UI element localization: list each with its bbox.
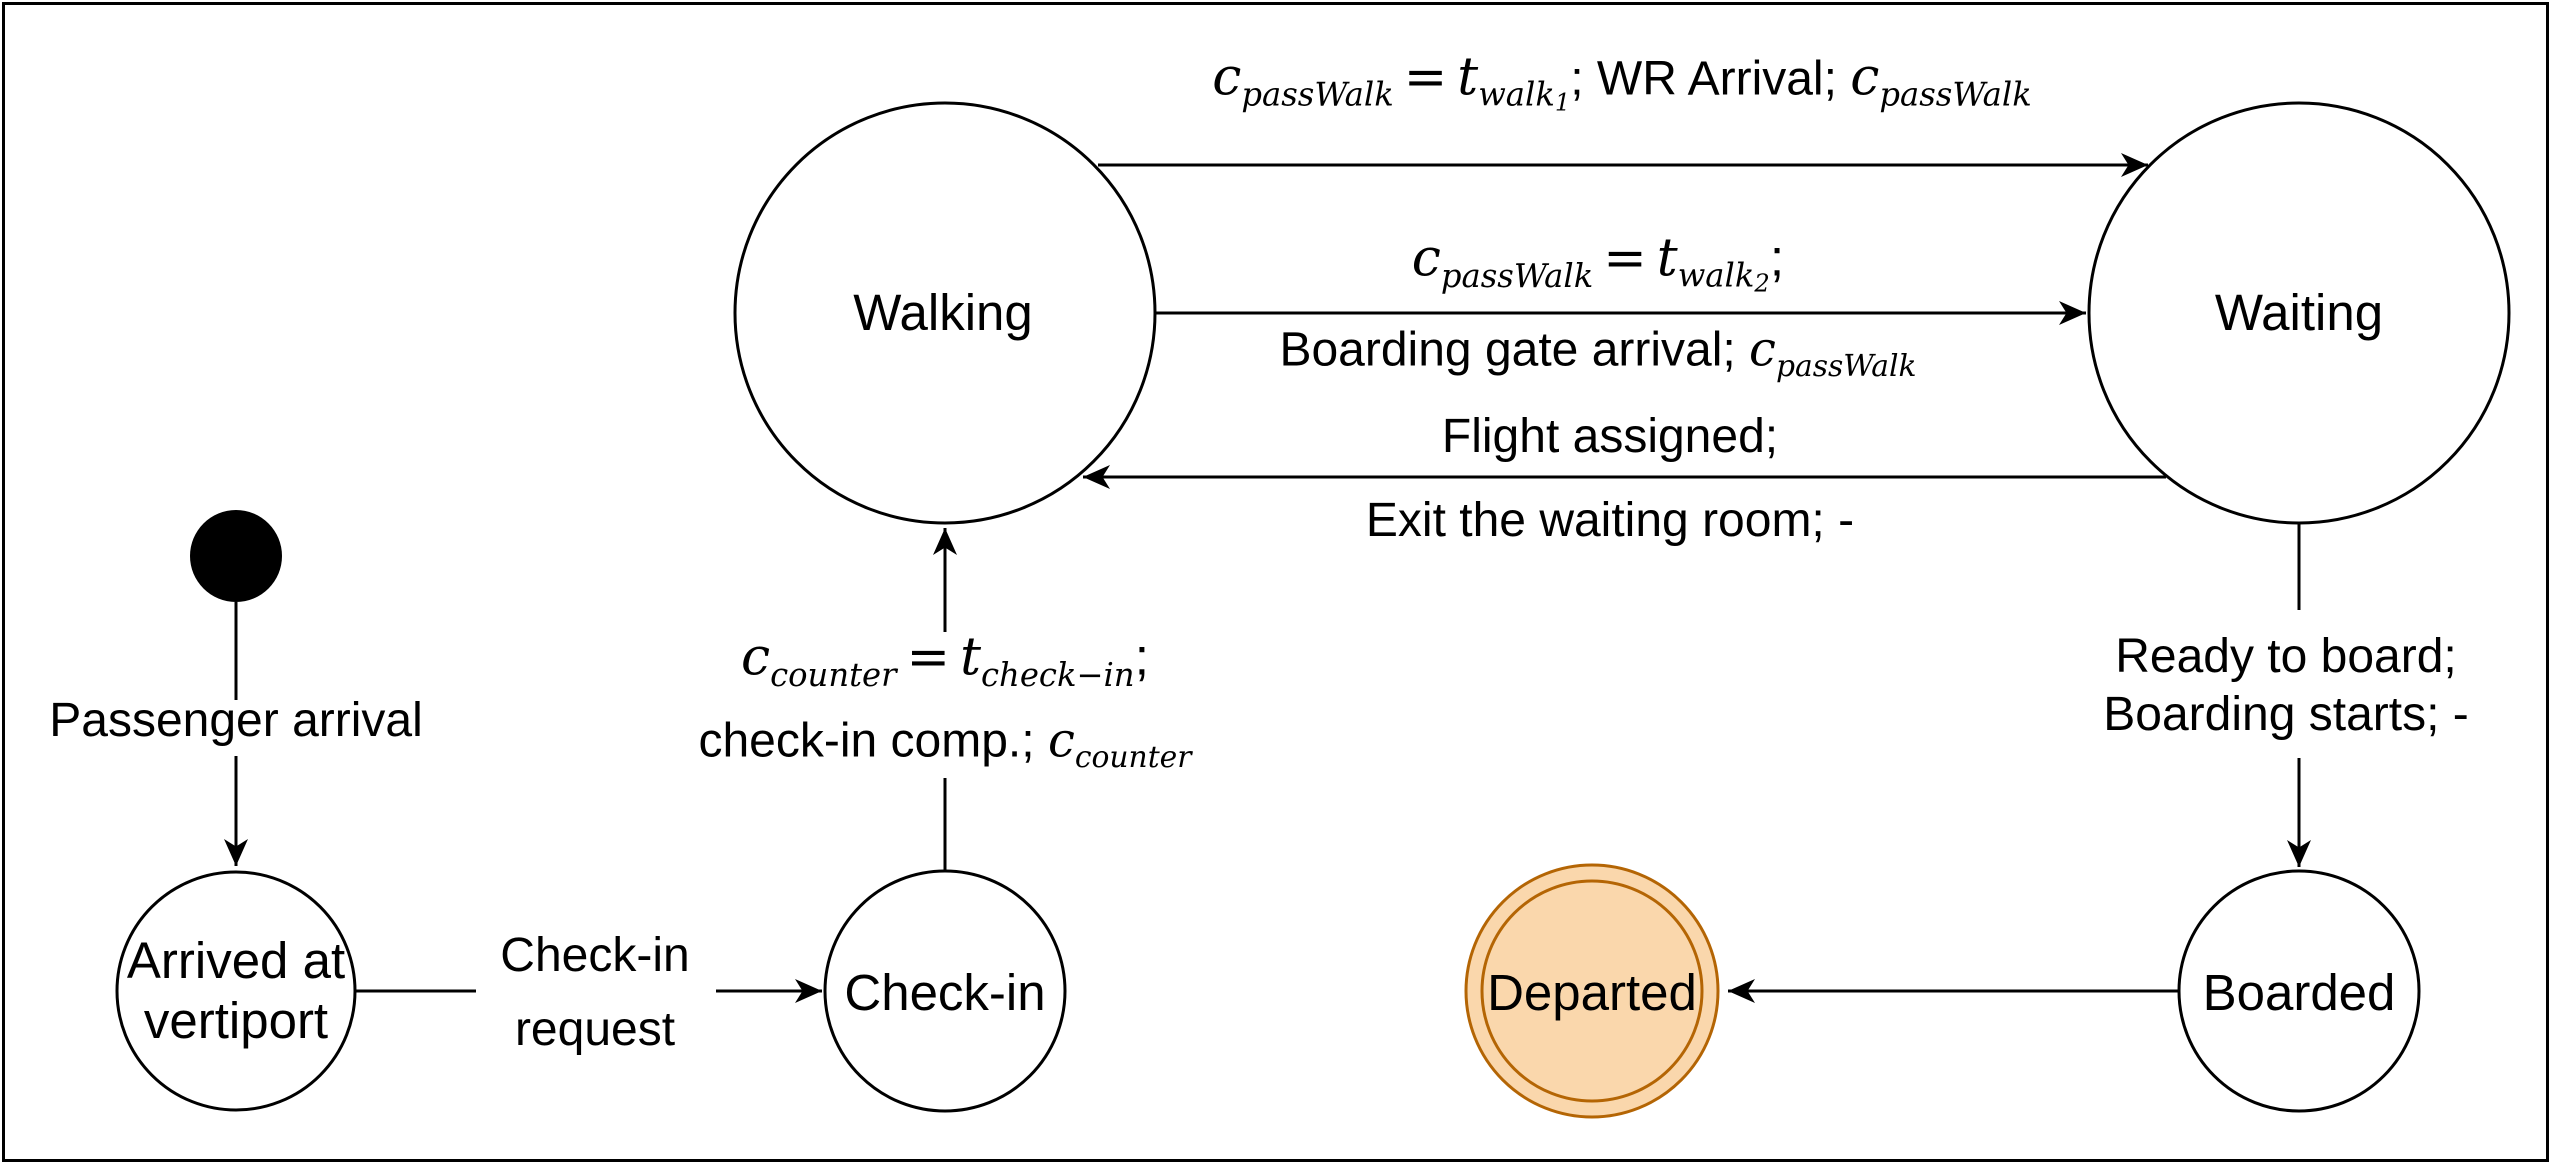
guard-val-sub: walk <box>1677 257 1755 296</box>
guard-val-subsub: 1 <box>1554 88 1571 117</box>
transition-ready-to-board-line2: Boarding starts; - <box>2103 688 2469 741</box>
walk-wr-action: cpassWalk <box>1850 47 2031 113</box>
guard-var-sub: passWalk <box>1241 75 1394 114</box>
state-checkin <box>823 869 1067 1113</box>
state-walking-label: Walking <box>853 284 1033 341</box>
guard-var-sub: counter <box>770 655 897 694</box>
transition-checkin-request-label: Check-in request <box>500 919 689 1067</box>
state-checkin-label: Check-in <box>844 964 1046 1021</box>
initial-state <box>190 510 282 602</box>
walk-gate-event-line: Boarding gate arrival; cpassWalk <box>1279 317 1916 400</box>
state-boarded-label: Boarded <box>2202 964 2396 1021</box>
walk-wr-guard: cpassWalk=twalk1 <box>1212 47 1570 116</box>
guard-op: = <box>1403 47 1448 108</box>
action-var: c <box>1047 712 1075 769</box>
transition-flight-assigned-label: Flight assigned; Exit the waiting room; … <box>1366 395 1854 563</box>
guard-val: t <box>1656 228 1678 289</box>
guard-val-sub: walk <box>1478 75 1555 114</box>
action-var-sub: passWalk <box>1775 349 1917 385</box>
action-var-sub: counter <box>1074 740 1192 776</box>
guard-val-sub: check−in <box>981 655 1135 694</box>
state-waiting <box>2087 101 2511 525</box>
guard-sep: ; <box>1134 628 1150 687</box>
transition-flight-assigned-line1: Flight assigned; <box>1441 410 1779 463</box>
state-boarded <box>2177 869 2421 1113</box>
transition-checkin-request-line1: Check-in <box>500 929 690 982</box>
state-departed-label: Departed <box>1487 964 1697 1021</box>
state-arrived-label-line2: vertiport <box>143 992 329 1049</box>
guard-val: t <box>960 627 981 688</box>
action-var-sub: passWalk <box>1879 75 2032 114</box>
walk-gate-action: cpassWalk <box>1749 321 1916 384</box>
guard-val-subsub: 2 <box>1754 269 1770 298</box>
guard-op: = <box>906 627 951 688</box>
transition-walk-to-wr-label: cpassWalk=twalk1; WR Arrival; cpassWalk <box>1212 48 2031 131</box>
transition-checkin-complete-label: ccounter=tcheck−in; check-in comp.; ccou… <box>698 625 1191 792</box>
guard-var: c <box>1411 228 1441 289</box>
transition-flight-assigned-line2: Exit the waiting room; - <box>1365 494 1855 547</box>
transition-walk-to-gate-label: cpassWalk=twalk2; Boarding gate arrival;… <box>1279 226 1916 401</box>
state-waiting-label: Waiting <box>2214 284 2384 341</box>
transition-checkin-request-line2: request <box>514 1003 676 1056</box>
action-math: ccounter <box>1047 712 1192 775</box>
guard-var-sub: passWalk <box>1440 257 1594 296</box>
walk-gate-guard: cpassWalk=twalk2; <box>1279 226 1916 317</box>
action-var: c <box>1850 47 1880 108</box>
state-arrived-label: Arrived at vertiport <box>127 931 345 1051</box>
event-text: check-in comp.; <box>698 714 1048 768</box>
state-departed-inner <box>1480 879 1704 1103</box>
state-arrived-label-line1: Arrived at <box>126 932 346 989</box>
transition-passenger-arrival-label: Passenger arrival <box>49 694 423 747</box>
transition-ready-to-board-line1: Ready to board; <box>2115 630 2457 683</box>
guard-op: = <box>1603 228 1647 289</box>
transition-checkin-complete-event: check-in comp.; ccounter <box>698 708 1191 791</box>
state-arrived <box>115 870 357 1112</box>
transition-ready-to-board-label: Ready to board; Boarding starts; - <box>2103 628 2468 744</box>
transition-checkin-complete-guard: ccounter=tcheck−in; <box>698 625 1191 708</box>
guard-var: c <box>740 627 771 688</box>
walk-wr-event: ; WR Arrival; <box>1570 52 1851 106</box>
guard-var: c <box>1212 47 1242 108</box>
guard-val: t <box>1457 47 1479 108</box>
guard-sep: ; <box>1769 229 1785 288</box>
walk-gate-event: Boarding gate arrival; <box>1279 323 1750 377</box>
action-var: c <box>1749 321 1776 378</box>
state-walking <box>733 101 1157 525</box>
